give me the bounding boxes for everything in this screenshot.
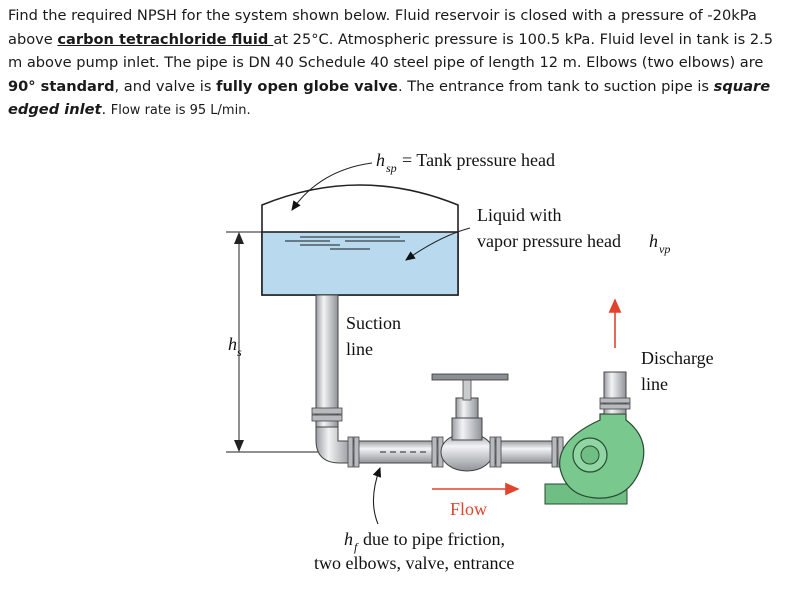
svg-text:h: h (649, 231, 658, 251)
problem-text-1: Find the required NPSH for the system sh… (8, 7, 757, 48)
friction-pointer (372, 466, 382, 525)
vapor-pressure-head-label: vapor pressure head (477, 231, 621, 251)
elbow-spec: 90° standard (8, 77, 115, 95)
problem-text-2: at 25°C. Atmospheric pressure is 100.5 k… (8, 30, 774, 72)
problem-text-4: . The entrance from tank to suction pipe… (397, 77, 714, 95)
svg-text:h: h (344, 529, 353, 549)
pump (544, 298, 645, 505)
valve-spec: fully open globe valve (216, 77, 398, 95)
friction-label-2: two elbows, valve, entrance (314, 553, 514, 573)
tank (261, 184, 459, 296)
valve-handwheel (431, 373, 509, 381)
flow-label: Flow (450, 499, 487, 519)
inlet-spec: square edged inlet (8, 77, 771, 119)
svg-text:h: h (376, 150, 385, 170)
svg-text:sp: sp (386, 161, 397, 175)
fluid-name: carbon tetrachloride fluid (57, 30, 274, 48)
problem-text-3: , and valve is (114, 77, 217, 95)
friction-label-1: due to pipe friction, (363, 529, 505, 549)
suction-label-1: Suction (346, 313, 401, 333)
svg-text:h: h (228, 334, 237, 354)
liquid-with-label: Liquid with (477, 205, 562, 225)
discharge-label-1: Discharge (641, 348, 714, 368)
hs-dimension: h s (226, 231, 318, 453)
suction-label-2: line (346, 339, 373, 359)
hsp-label: h sp = Tank pressure head (291, 150, 555, 211)
tank-pressure-head-label: = Tank pressure head (402, 150, 555, 170)
discharge-pipe (603, 371, 627, 415)
discharge-label-2: line (641, 374, 668, 394)
liquid-surface-marks (285, 236, 405, 250)
elbow (315, 426, 353, 464)
problem-statement: Find the required NPSH for the system sh… (8, 4, 786, 123)
problem-text-5: . (101, 101, 111, 118)
svg-text:f: f (354, 540, 359, 554)
suction-pipe (311, 294, 444, 468)
svg-text:s: s (237, 345, 242, 359)
tank-liquid (261, 231, 459, 296)
globe-valve (431, 373, 564, 472)
vapor-pressure-label: Liquid with vapor pressure head h vp (405, 205, 670, 261)
svg-text:vp: vp (659, 242, 670, 256)
flow-rate: Flow rate is 95 L/min. (110, 103, 251, 118)
